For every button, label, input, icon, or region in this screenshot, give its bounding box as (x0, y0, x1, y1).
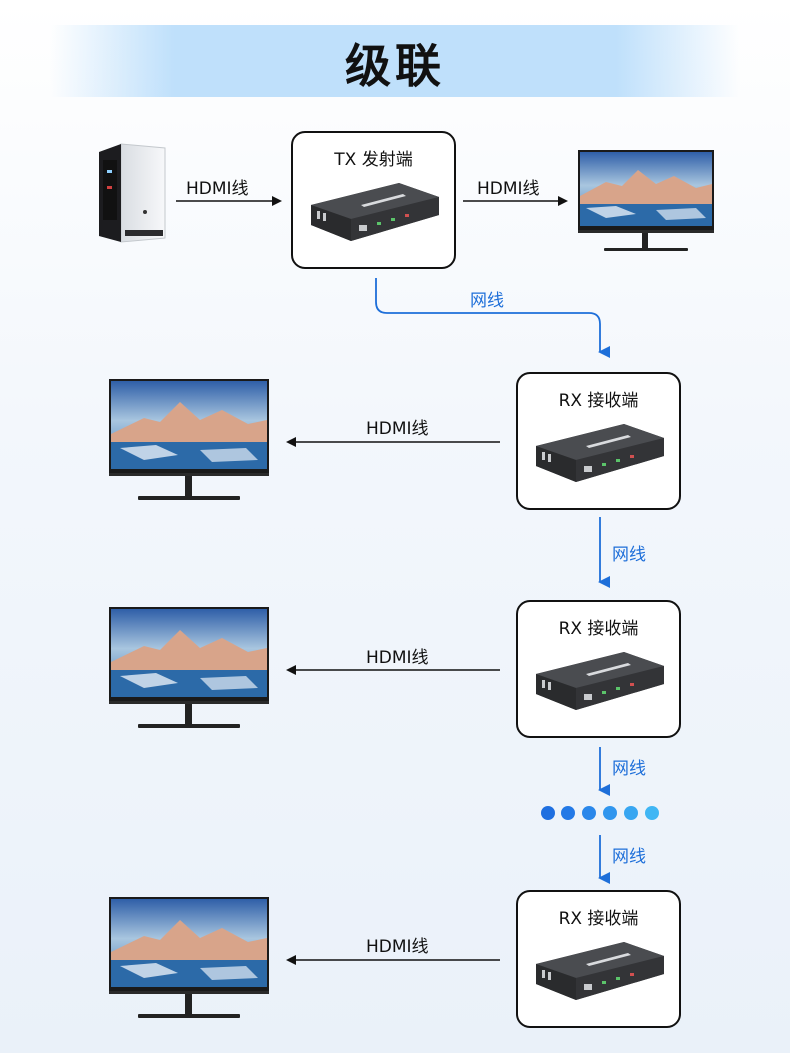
rx-receiver-box: RX 接收端 (516, 372, 681, 510)
rx-receiver-box: RX 接收端 (516, 890, 681, 1028)
pc-tower-icon (95, 142, 167, 244)
rx-label: RX 接收端 (518, 904, 679, 929)
hdmi-cable-label: HDMI线 (186, 174, 249, 199)
hdmi-extender-icon (532, 416, 668, 500)
hdmi-extender-icon (307, 175, 443, 259)
monitor-icon (108, 606, 270, 734)
monitor-icon (108, 896, 270, 1024)
hdmi-cable-label: HDMI线 (477, 174, 540, 199)
network-cable-label: 网线 (612, 540, 646, 565)
tx-transmitter-box: TX 发射端 (291, 131, 456, 269)
network-cable-label: 网线 (470, 286, 504, 311)
rx-label: RX 接收端 (518, 386, 679, 411)
rx-receiver-box: RX 接收端 (516, 600, 681, 738)
hdmi-extender-icon (532, 934, 668, 1018)
rx-label: RX 接收端 (518, 614, 679, 639)
network-cable-label: 网线 (612, 842, 646, 867)
network-cable-label: 网线 (612, 754, 646, 779)
monitor-icon (108, 378, 270, 506)
monitor-icon (576, 148, 716, 258)
hdmi-extender-icon (532, 644, 668, 728)
hdmi-cable-label: HDMI线 (366, 932, 429, 957)
dots-ellipsis-icon (541, 806, 659, 820)
hdmi-cable-label: HDMI线 (366, 414, 429, 439)
hdmi-cable-label: HDMI线 (366, 643, 429, 668)
tx-label: TX 发射端 (293, 145, 454, 170)
